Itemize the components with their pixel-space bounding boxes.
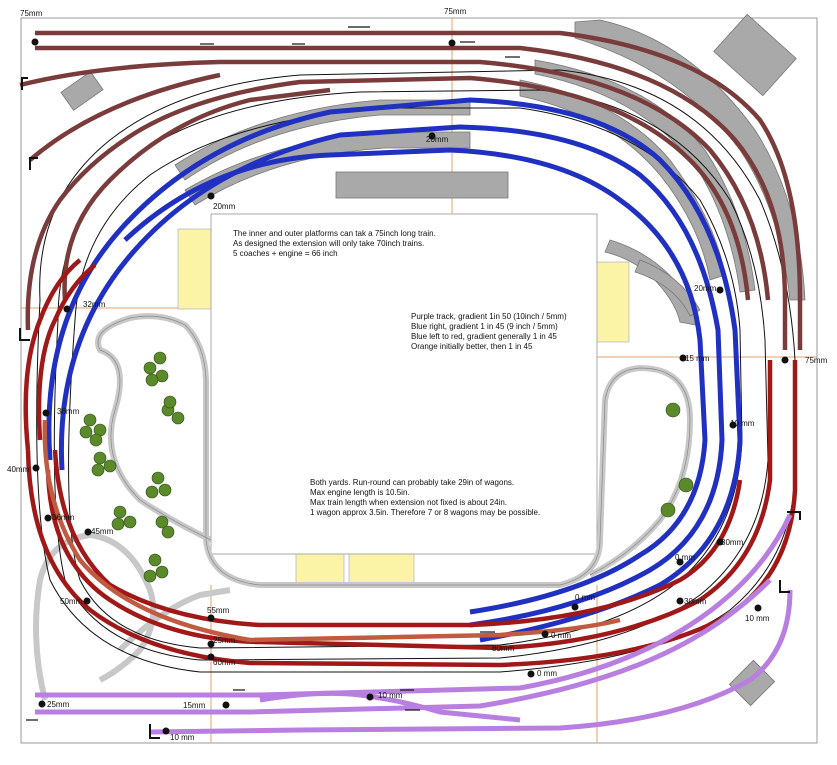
buffer-stops xyxy=(19,77,801,739)
gradient-note-1: Purple track, gradient 1in 50 (10inch / … xyxy=(411,312,567,321)
height-label: 10 mm xyxy=(378,691,403,700)
central-board xyxy=(210,213,598,555)
gradient-note-2: Blue right, gradient 1 in 45 (9 inch / 5… xyxy=(411,322,558,331)
middle-platform xyxy=(534,59,756,293)
height-label: 40mm xyxy=(7,465,30,474)
height-label: 80mm xyxy=(492,644,515,653)
yellow-box-bottom-2 xyxy=(348,552,415,585)
height-label: 25mm xyxy=(213,636,236,645)
height-label: 0 mm xyxy=(551,631,571,640)
gradient-notes: Purple track, gradient 1in 50 (10inch / … xyxy=(411,312,567,352)
gradient-note-4: Orange initially better, then 1 in 45 xyxy=(411,342,533,351)
height-markers xyxy=(31,38,789,735)
height-label: 15mm xyxy=(183,701,206,710)
height-label: 20mm xyxy=(213,202,236,211)
goods-shed-bottomright xyxy=(728,659,776,707)
height-label: 0 mm xyxy=(575,593,595,602)
yard-note-2: Max engine length is 10.5in. xyxy=(310,488,410,497)
platform-right-short xyxy=(604,239,698,326)
signals xyxy=(26,26,520,721)
height-label: 0 mm xyxy=(675,553,695,562)
height-label: 50mm xyxy=(60,597,83,606)
height-label: 30mm xyxy=(721,538,744,547)
engine-shed-topright xyxy=(713,13,797,97)
height-label: 10 mm xyxy=(745,614,770,623)
yard-note-1: Both yards. Run-round can probably take … xyxy=(310,478,515,487)
gradient-note-3: Blue left to red, gradient generally 1 i… xyxy=(411,332,557,341)
height-label: 75mm xyxy=(20,9,43,18)
height-label: 20mm xyxy=(694,284,717,293)
height-label: 36mm xyxy=(52,513,75,522)
trees xyxy=(79,351,694,583)
baseboard-outline xyxy=(20,17,818,744)
yard-note-4: 1 wagon approx 3.5in. Therefore 7 or 8 w… xyxy=(310,508,541,517)
height-label: 36mm xyxy=(57,407,80,416)
height-label: 45mm xyxy=(91,527,114,536)
maroon-tracks xyxy=(19,30,803,350)
platform-note-2: As designed the extension will only take… xyxy=(233,239,425,248)
yard-notes: Both yards. Run-round can probably take … xyxy=(310,478,540,518)
height-label: 75mm xyxy=(444,7,467,16)
purple-tracks xyxy=(35,513,793,735)
height-label: 10 mm xyxy=(730,419,755,428)
height-label: 30mm xyxy=(684,597,707,606)
height-label: 20mm xyxy=(426,135,449,144)
yard-note-3: Max train length when extension not fixe… xyxy=(310,498,508,507)
height-label: 15 mm xyxy=(685,354,710,363)
height-label: 75mm xyxy=(805,356,828,365)
height-label: 0 mm xyxy=(537,669,557,678)
height-label: 25mm xyxy=(47,700,70,709)
height-label: 10 mm xyxy=(170,733,195,742)
goods-shed-topleft xyxy=(60,71,104,111)
orange-track xyxy=(42,419,621,643)
platform-note-1: The inner and outer platforms can tak a … xyxy=(233,229,436,238)
blue-tracks xyxy=(46,97,743,643)
height-label: 55mm xyxy=(207,606,230,615)
grey-siding-outline xyxy=(97,315,691,586)
height-label: 60mm xyxy=(213,658,236,667)
station-building xyxy=(335,171,509,199)
yellow-box-bottom-1 xyxy=(295,552,345,585)
platform-note-3: 5 coaches + engine = 66 inch xyxy=(233,249,338,258)
yellow-box-left xyxy=(177,228,212,310)
yellow-box-right xyxy=(596,261,630,343)
platform-notes: The inner and outer platforms can tak a … xyxy=(233,229,436,259)
height-label: 32mm xyxy=(83,300,106,309)
